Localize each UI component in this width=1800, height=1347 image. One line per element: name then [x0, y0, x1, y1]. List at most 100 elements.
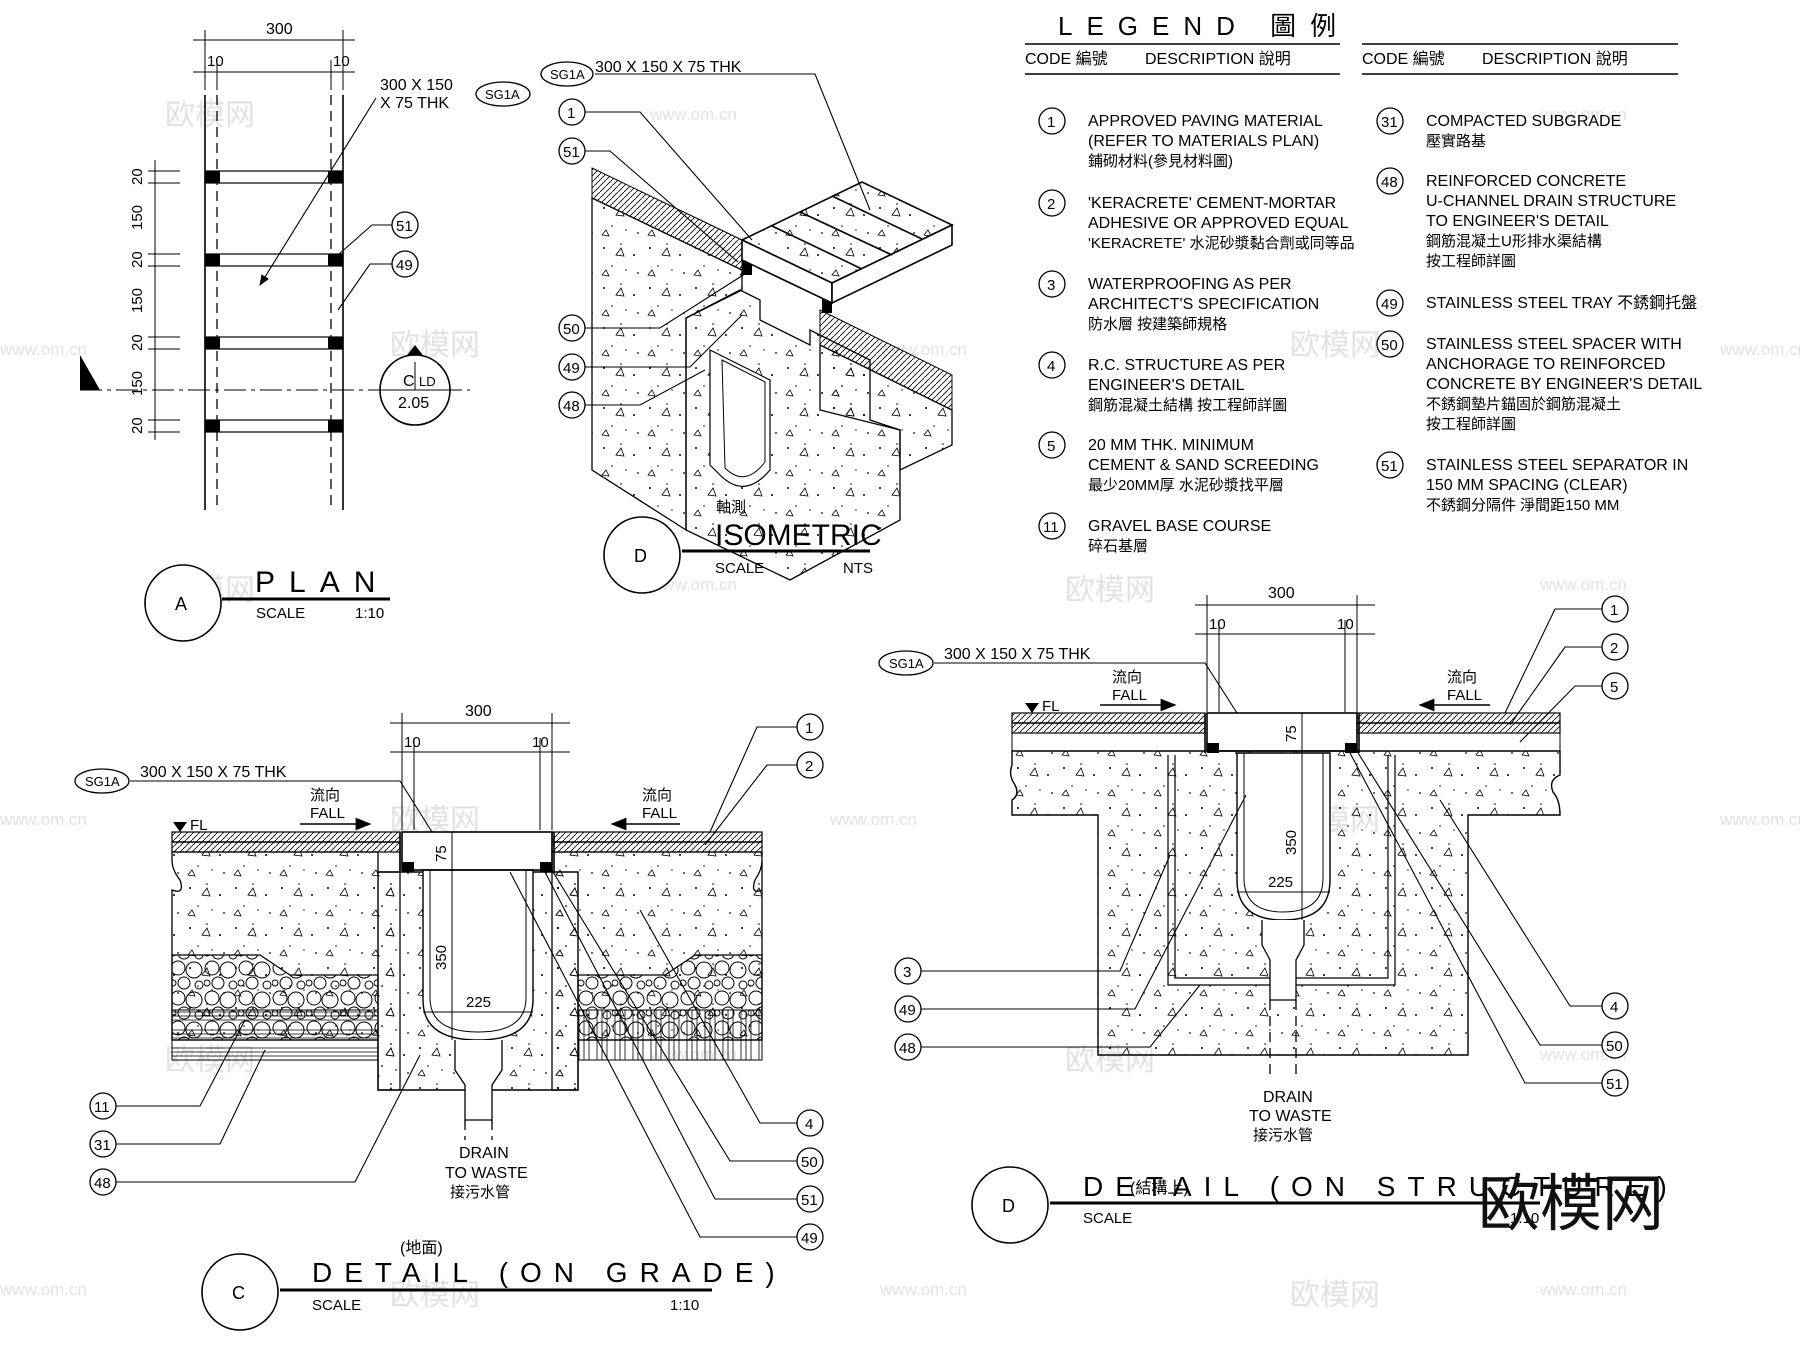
d-scale-label: SCALE	[1083, 1210, 1132, 1227]
iso-letter: D	[634, 546, 647, 566]
legend-line: WATERPROOFING AS PER	[1088, 276, 1292, 293]
d-fall-l: FALL	[1112, 687, 1147, 704]
legend-line: 碎石基層	[1088, 538, 1148, 555]
iso-tag: 51	[563, 144, 580, 161]
legend-item: 31 COMPACTED SUBGRADE 壓實路基	[1376, 107, 1621, 150]
c-fl: FL	[190, 817, 208, 834]
watermark-site: www.om.cn	[1719, 340, 1800, 359]
grate-code-tag	[878, 650, 934, 676]
grate-code-tag	[540, 61, 594, 87]
legend-item: 49 STAINLESS STEEL TRAY 不銹鋼托盤	[1376, 289, 1697, 317]
legend-line: (REFER TO MATERIALS PLAN)	[1088, 133, 1319, 150]
c-grate-code: SG1A	[85, 774, 120, 789]
watermark-brand: 欧模网	[1290, 1279, 1380, 1312]
legend-code: 1	[1047, 114, 1055, 131]
c-fall-r: FALL	[642, 805, 677, 822]
legend-desc-header: DESCRIPTION 說明	[1145, 50, 1291, 68]
legend-line: 壓實路基	[1426, 132, 1486, 150]
watermark-site: www.om.cn	[0, 810, 87, 829]
legend-line: 鋪砌材料(參見材料圖)	[1088, 153, 1233, 170]
legend-line: REINFORCED CONCRETE	[1426, 173, 1626, 190]
legend-line: STAINLESS STEEL SEPARATOR IN	[1426, 457, 1688, 474]
c-title-cn: (地面)	[400, 1239, 443, 1257]
d-tag: 4	[1610, 999, 1618, 1016]
c-tag: 49	[801, 1230, 818, 1247]
legend-line: R.C. STRUCTURE AS PER	[1088, 357, 1285, 374]
watermark-brand: 欧模网	[1290, 329, 1380, 362]
plan-dim-v: 150	[129, 288, 146, 313]
watermark-site: www.om.cn	[829, 810, 917, 829]
section-sheet-number: 2.05	[398, 395, 429, 412]
leader	[259, 97, 377, 286]
leader	[934, 662, 1238, 714]
d-tag: 50	[1606, 1038, 1623, 1055]
c-fall-l: FALL	[310, 805, 345, 822]
iso-grate-code: SG1A	[550, 67, 585, 82]
legend-item: 48 REINFORCED CONCRETE U-CHANNEL DRAIN S…	[1376, 167, 1676, 270]
legend: LEGEND 圖例 CODE 編號 DESCRIPTION 說明 CODE 編號…	[1025, 11, 1702, 555]
watermark-site: www.om.cn	[879, 1280, 967, 1299]
watermark-site: www.om.cn	[1719, 810, 1800, 829]
plan-grate-note-2: X 75 THK	[380, 95, 449, 112]
c-tags-left: 11 31 48	[89, 1019, 421, 1196]
c-subgrade-right	[577, 1009, 763, 1061]
watermark-site: www.om.cn	[0, 340, 87, 359]
leader	[585, 150, 739, 263]
c-tag: 11	[94, 1099, 110, 1116]
legend-line: STAINLESS STEEL TRAY 不銹鋼托盤	[1426, 294, 1697, 312]
iso-title-cn: 軸測	[716, 499, 746, 516]
plan-dim-total: 300	[266, 21, 293, 38]
watermark-brand: 欧模网	[1065, 574, 1155, 607]
leader	[337, 224, 392, 256]
d-tag: 3	[903, 964, 911, 981]
c-tag: 48	[94, 1175, 111, 1192]
legend-line: ANCHORAGE TO REINFORCED	[1426, 356, 1665, 373]
watermark-site: www.om.cn	[1539, 105, 1627, 124]
c-tag: 50	[801, 1154, 818, 1171]
d-tag: 48	[899, 1040, 916, 1057]
d-drain-1: DRAIN	[1263, 1089, 1313, 1106]
plan-scale-label: SCALE	[256, 605, 305, 622]
view-bubble	[971, 1166, 1049, 1244]
c-grate-note: 300 X 150 X 75 THK	[140, 764, 287, 781]
c-tag: 2	[805, 758, 813, 775]
iso-grate-note: 300 X 150 X 75 THK	[595, 59, 742, 76]
section-letter: C	[403, 373, 415, 390]
c-grate	[401, 831, 553, 871]
watermarks: 欧模网 欧模网 欧模网 欧模网 欧模网 欧模网 欧模网 欧模网 欧模网 欧模网 …	[0, 99, 1800, 1312]
iso-title: ISOMETRIC	[715, 519, 882, 552]
leader	[130, 780, 433, 833]
legend-line: 鋼筋混凝土結構 按工程師詳圖	[1088, 397, 1287, 414]
c-subgrade-left	[171, 1009, 379, 1061]
legend-desc-header: DESCRIPTION 說明	[1482, 50, 1628, 68]
legend-line: 防水層 按建築師規格	[1088, 315, 1227, 333]
c-dim-grate: 75	[433, 845, 450, 862]
iso-scale-label: SCALE	[715, 560, 764, 577]
c-letter: C	[232, 1283, 245, 1303]
watermark-site: www.om.cn	[649, 105, 737, 124]
plan-dim-v: 20	[129, 417, 146, 434]
plan-dim-v: 150	[129, 205, 146, 230]
separators	[204, 170, 344, 433]
fl-marker	[1025, 703, 1039, 713]
d-tag: 2	[1610, 640, 1618, 657]
d-drain-cn: 接污水管	[1253, 1127, 1313, 1144]
legend-line: 最少20MM厚 水泥砂漿找平層	[1088, 477, 1284, 494]
d-grate-note: 300 X 150 X 75 THK	[944, 646, 1091, 663]
d-tag: 51	[1606, 1076, 1623, 1093]
plan-title: PLAN	[255, 566, 389, 599]
watermark-brand: 欧模网	[390, 1279, 480, 1312]
legend-line: ARCHITECT'S SPECIFICATION	[1088, 296, 1319, 313]
legend-line: CEMENT & SAND SCREEDING	[1088, 457, 1319, 474]
c-tag: 31	[94, 1137, 111, 1154]
legend-line: ADHESIVE OR APPROVED EQUAL	[1088, 215, 1349, 232]
legend-code: 31	[1381, 114, 1398, 131]
view-bubble	[201, 1253, 279, 1331]
d-letter: D	[1002, 1196, 1015, 1216]
section-marker: C LD 2.05	[379, 345, 451, 426]
legend-line: 不銹鋼分隔件 淨間距150 MM	[1426, 497, 1619, 514]
c-scale: 1:10	[670, 1297, 699, 1314]
leader	[585, 314, 743, 368]
legend-line: STAINLESS STEEL SPACER WITH	[1426, 336, 1682, 353]
